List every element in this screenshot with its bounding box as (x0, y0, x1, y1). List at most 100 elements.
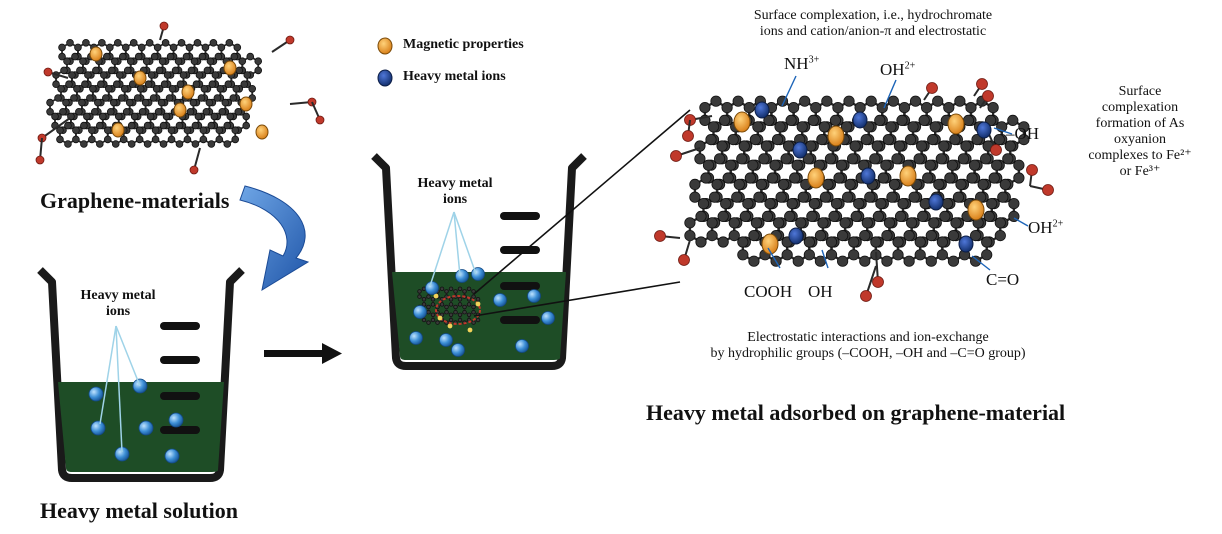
carbon-atom (99, 112, 107, 121)
carbon-atom (199, 135, 208, 144)
carbon-atom (965, 102, 977, 114)
carbon-atom (171, 66, 180, 75)
carbon-atom (254, 66, 263, 75)
carbon-atom (143, 121, 152, 130)
carbon-atom (721, 102, 733, 114)
carbon-atom (65, 80, 73, 88)
oxygen-atom (670, 150, 682, 162)
carbon-atom (58, 43, 66, 52)
carbon-atom (925, 230, 937, 242)
heavy-metal-ion (527, 289, 541, 303)
carbon-atom (421, 302, 427, 307)
carbon-atom (684, 217, 696, 229)
nh3-group: NH3+ (784, 54, 820, 73)
surface-complexation-top-label: Surface complexation, i.e., hydrochromat… (753, 8, 993, 40)
carbon-atom (56, 126, 64, 134)
carbon-atom (844, 178, 856, 190)
carbon-atom (86, 94, 94, 102)
carbon-atom (430, 312, 436, 317)
carbon-atom (1013, 159, 1025, 171)
heavy-metal-ion (852, 111, 868, 129)
carbon-atom (861, 217, 873, 229)
carbon-atom (994, 230, 1006, 242)
carbon-atom (207, 140, 216, 148)
carbon-atom (240, 80, 249, 88)
carbon-atom (871, 140, 883, 152)
carbon-atom (157, 98, 166, 107)
carbon-atom (223, 140, 232, 148)
carbon-atom (731, 191, 743, 203)
carbon-atom (191, 121, 200, 130)
heavy-metal-ion (168, 412, 184, 428)
carbon-atom (997, 191, 1009, 203)
carbon-atom (799, 95, 811, 107)
carbon-atom (753, 191, 765, 203)
carbon-atom (883, 217, 896, 229)
oxygen-atom (678, 254, 690, 266)
carbon-atom (847, 153, 859, 165)
carbon-atom (913, 153, 925, 165)
carbon-atom (435, 320, 440, 325)
carbon-atom (46, 108, 54, 116)
carbon-atom (74, 43, 82, 52)
heavy-metal-ion (90, 420, 106, 436)
carbon-atom (448, 302, 454, 307)
carbon-atom (894, 210, 907, 222)
oxygen-atom (926, 82, 938, 94)
carbon-atom (795, 217, 807, 229)
carbon-atom (194, 112, 203, 121)
heavy-metal-ion (860, 167, 876, 185)
carbon-atom (176, 80, 185, 88)
carbon-atom (908, 191, 920, 203)
carbon-atom (802, 153, 814, 165)
carbon-atom (150, 52, 159, 61)
carbon-atom (141, 98, 150, 107)
carbon-atom (111, 140, 120, 148)
carbon-atom (904, 134, 917, 146)
carbon-atom (163, 71, 172, 79)
carbon-atom (439, 312, 445, 317)
carbon-atom (123, 66, 132, 75)
carbon-atom (167, 126, 176, 134)
carbon-atom (955, 178, 967, 190)
carbon-atom (695, 210, 707, 222)
carbon-atom (796, 121, 808, 133)
legend-heavy-metal-label: Heavy metal ions (403, 69, 506, 84)
carbon-atom (700, 172, 712, 184)
carbon-atom (466, 312, 472, 317)
group-pointer-lines (767, 75, 1029, 271)
carbon-atom (166, 52, 175, 61)
carbon-atom (722, 172, 734, 184)
heavy-metal-ion (471, 267, 485, 281)
heavy-metal-ion (164, 448, 180, 464)
carbon-atom (869, 153, 881, 165)
carbon-atom (466, 302, 472, 307)
carbon-atom (936, 236, 948, 248)
carbon-atom (939, 210, 951, 222)
carbon-atom (738, 140, 750, 152)
carbon-atom (191, 140, 200, 148)
carbon-atom (462, 289, 467, 294)
carbon-atom (814, 230, 827, 242)
carbon-atom (168, 85, 177, 93)
carbon-atom (877, 172, 889, 184)
carbon-atom (737, 249, 749, 261)
carbon-atom (960, 140, 972, 152)
carbon-atom (471, 289, 476, 294)
heavy-metal-solution-label: Heavy metal solution (40, 498, 238, 523)
carbon-atom (957, 153, 970, 165)
carbon-atom (243, 71, 252, 79)
carbon-atom (444, 304, 449, 310)
carbon-atom (892, 249, 904, 261)
carbon-atom (72, 126, 80, 134)
carbon-atom (952, 191, 965, 203)
carbon-atom (728, 217, 740, 229)
carbon-atom (896, 114, 908, 127)
carbon-atom (828, 210, 840, 222)
carbon-atom (853, 198, 865, 210)
carbon-atom (885, 121, 897, 133)
carbon-atom (78, 98, 86, 107)
carbon-atom (839, 217, 851, 229)
carbon-atom (774, 121, 786, 133)
